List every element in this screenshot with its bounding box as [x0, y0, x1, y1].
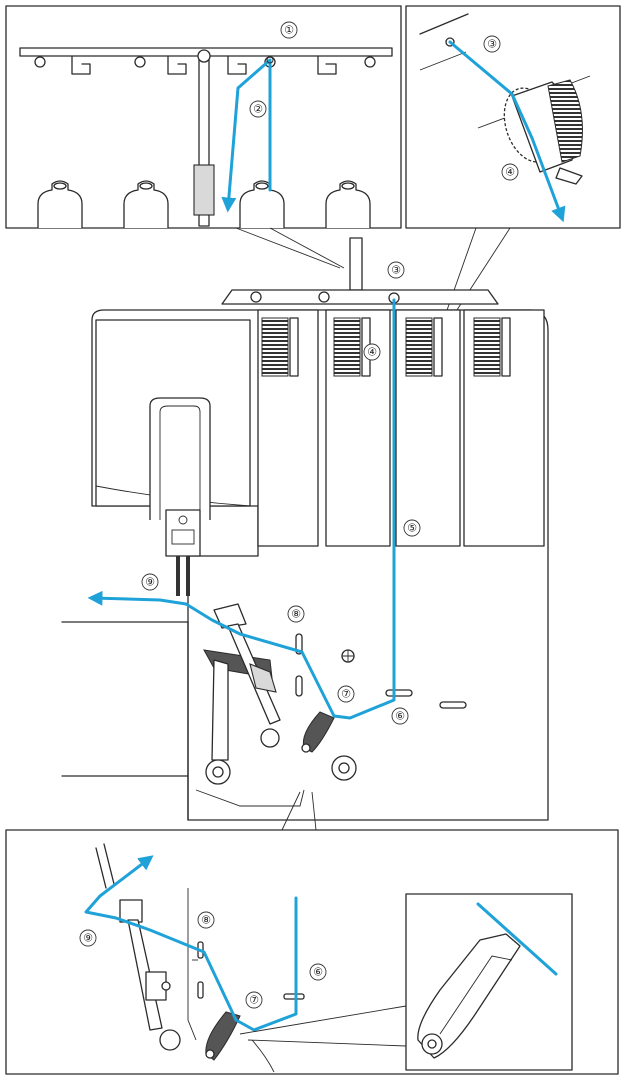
- callout-6: ⑥: [391, 707, 409, 725]
- thread-path-bottom: [84, 855, 298, 1032]
- inset-tension-dial: ③ ④: [405, 5, 621, 229]
- svg-text:①: ①: [284, 24, 294, 37]
- svg-text:⑤: ⑤: [407, 522, 417, 535]
- thread-path-zoom: [476, 902, 558, 976]
- looper-mechanism: [203, 603, 281, 785]
- serger-machine: ③ ④ ⑤ ⑥ ⑦ ⑧ ⑨: [61, 227, 549, 831]
- callout-4: ④: [363, 343, 381, 361]
- svg-text:⑥: ⑥: [313, 966, 323, 979]
- callout-8-bottom: ⑧: [197, 911, 215, 929]
- callout-7: ⑦: [337, 685, 355, 703]
- spools: [37, 180, 371, 228]
- callout-9-bottom: ⑨: [79, 929, 97, 947]
- looper-zoom-box: [405, 893, 573, 1071]
- inset-frame-right: [405, 5, 621, 229]
- callout-1: ①: [280, 21, 298, 39]
- callout-7-bottom: ⑦: [245, 991, 263, 1009]
- thread-path-dial: [448, 40, 566, 223]
- thread-path-stand: [221, 58, 272, 213]
- svg-text:④: ④: [505, 166, 515, 179]
- svg-text:⑨: ⑨: [145, 576, 155, 589]
- svg-text:⑦: ⑦: [341, 688, 351, 701]
- callout-3: ③: [387, 261, 405, 279]
- thread-path-main: [87, 298, 396, 720]
- needle-clamp: [165, 509, 201, 557]
- svg-text:⑧: ⑧: [201, 914, 211, 927]
- svg-text:③: ③: [487, 38, 497, 51]
- svg-text:⑧: ⑧: [291, 608, 301, 621]
- svg-text:⑦: ⑦: [249, 994, 259, 1007]
- callout-4-inset: ④: [501, 163, 519, 181]
- svg-text:③: ③: [391, 264, 401, 277]
- callout-3-inset: ③: [483, 35, 501, 53]
- top-plate: [221, 289, 499, 305]
- callout-9: ⑨: [141, 573, 159, 591]
- callout-6-bottom: ⑥: [309, 963, 327, 981]
- inset-bottom-detail: ⑥ ⑦ ⑧ ⑨: [5, 829, 619, 1075]
- callout-8: ⑧: [287, 605, 305, 623]
- svg-text:④: ④: [367, 346, 377, 359]
- svg-text:⑥: ⑥: [395, 710, 405, 723]
- svg-text:②: ②: [253, 103, 263, 116]
- looper-tip: [302, 711, 335, 753]
- callout-5: ⑤: [403, 519, 421, 537]
- inset-thread-stand: ① ②: [5, 5, 402, 229]
- svg-text:⑨: ⑨: [83, 932, 93, 945]
- callout-2: ②: [249, 100, 267, 118]
